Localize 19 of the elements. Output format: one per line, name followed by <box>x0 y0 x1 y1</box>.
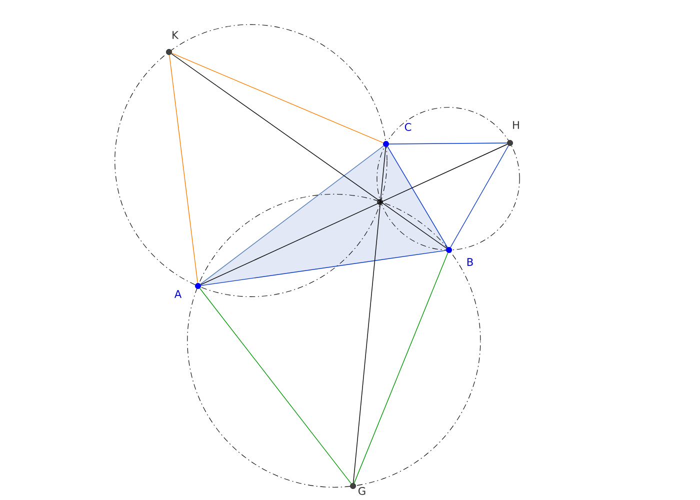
line-segment <box>388 142 508 144</box>
point <box>376 198 384 206</box>
line-segment <box>200 144 508 286</box>
line-segment <box>171 53 447 249</box>
line-segment <box>169 54 198 284</box>
line-segment <box>200 145 384 285</box>
line-segment <box>171 52 384 144</box>
point-label: C <box>404 123 412 131</box>
line-segment <box>387 146 448 248</box>
point-label: B <box>467 258 473 266</box>
point-label: H <box>513 121 519 129</box>
point-label: A <box>174 290 182 298</box>
line-segment <box>200 288 352 484</box>
line-segment <box>450 145 509 248</box>
line-segment <box>352 146 386 484</box>
line-segment <box>200 250 446 286</box>
point-label: G <box>358 487 366 495</box>
point-label: K <box>172 31 179 39</box>
line-segment <box>354 252 448 484</box>
